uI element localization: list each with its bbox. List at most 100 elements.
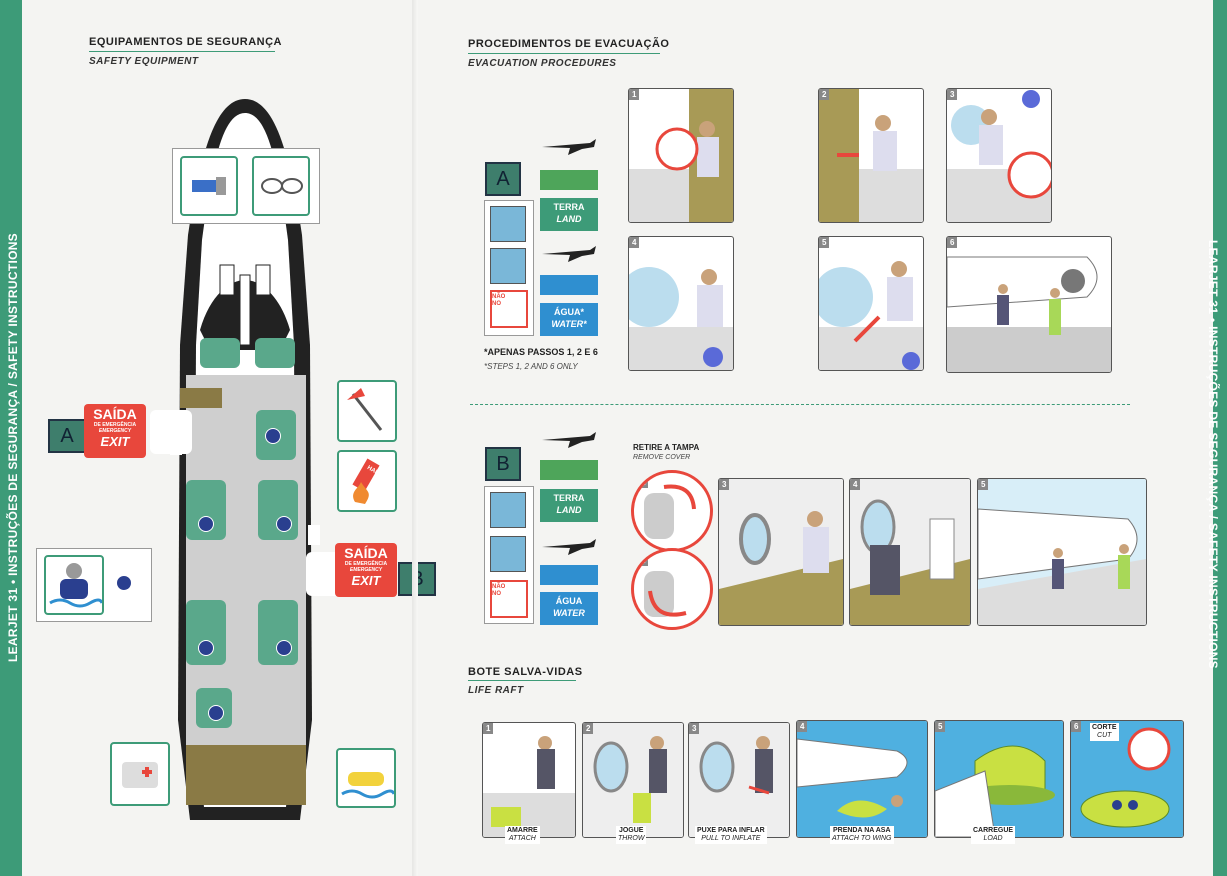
evac-a-step-5: 5 — [818, 236, 924, 371]
raft-step-1-pt: AMARRE — [507, 827, 538, 834]
raft-step-6: 6 — [1070, 720, 1184, 838]
raft-step-3-caption: PUXE PARA INFLAR PULL TO INFLATE — [695, 826, 767, 844]
step-number: 3 — [719, 479, 730, 490]
life-vest-marker — [208, 705, 224, 721]
exit-b-line2: EMERGENCY — [349, 567, 383, 573]
raft-step-4-en: ATTACH TO WING — [832, 835, 892, 842]
step-number: 2 — [819, 89, 830, 100]
section-b-letter: B — [485, 447, 521, 481]
exit-b-line1: DE EMERGÊNCIA — [344, 561, 388, 567]
step-number: 4 — [850, 479, 861, 490]
exit-a-pointer — [150, 410, 192, 454]
raft-step-4-caption: PRENDA NA ASA ATTACH TO WING — [830, 826, 894, 844]
step-number: 4 — [629, 237, 640, 248]
raft-step-5-pt: CARREGUE — [973, 827, 1014, 834]
exit-b-label: SAÍDA DE EMERGÊNCIA EMERGENCY EXIT — [335, 543, 397, 597]
remove-cover-label-en: REMOVE COVER — [633, 454, 691, 461]
land-label: TERRA — [553, 202, 585, 212]
plane-icon — [542, 432, 596, 448]
raft-step-2-pt: JOGUE — [618, 827, 644, 834]
raft-step-4-pt: PRENDA NA ASA — [832, 827, 891, 834]
raft-step-1-caption: AMARRE ATTACH — [505, 826, 540, 844]
water-strip — [540, 565, 598, 585]
raft-step-6-pt: CORTE — [1092, 724, 1117, 731]
water-condition-icon — [490, 248, 526, 284]
land-strip — [540, 170, 598, 190]
remove-cover-label: RETIRE A TAMPA — [633, 443, 700, 452]
step-number: 5 — [978, 479, 989, 490]
life-vest-marker — [198, 640, 214, 656]
life-vest-marker — [198, 516, 214, 532]
left-heading: EQUIPAMENTOS DE SEGURANÇA — [89, 36, 283, 48]
land-button: TERRA LAND — [540, 489, 598, 522]
flashlight-icon — [180, 156, 238, 216]
step-number: 1 — [638, 477, 649, 488]
raft-heading: BOTE SALVA-VIDAS — [468, 666, 583, 678]
section-a-letter: A — [485, 162, 521, 196]
water-label: ÁGUA — [555, 596, 583, 606]
life-raft-icon — [336, 748, 396, 808]
no-condition-icon — [490, 290, 528, 328]
no-condition-label: NÃO NO — [492, 294, 506, 307]
land-label-en: LAND — [556, 214, 582, 224]
raft-step-6-en: CUT — [1097, 732, 1112, 739]
step-number: 4 — [797, 721, 808, 732]
water-label-en: WATER* — [551, 319, 587, 329]
raft-step-2-caption: JOGUE THROW — [616, 826, 647, 844]
water-label-en: WATER — [553, 608, 585, 618]
step-number: 3 — [689, 723, 700, 734]
plane-icon — [542, 246, 596, 262]
land-label: TERRA — [553, 493, 585, 503]
water-button: ÁGUA* WATER* — [540, 303, 598, 336]
evac-b-step-2: 2 — [631, 548, 713, 630]
no-condition-label: NÃO NO — [492, 584, 506, 597]
step-number: 3 — [947, 89, 958, 100]
step-number: 6 — [1071, 721, 1082, 732]
exit-a-label: SAÍDA DE EMERGÊNCIA EMERGENCY EXIT — [84, 404, 146, 458]
raft-step-3-en: PULL TO INFLATE — [701, 835, 761, 842]
exit-a-line3: EXIT — [100, 434, 130, 449]
step-number: 2 — [638, 555, 649, 566]
life-vest-marker — [276, 516, 292, 532]
life-vest-icon — [44, 555, 104, 615]
plane-icon — [542, 139, 596, 155]
first-aid-kit-icon — [110, 742, 170, 806]
raft-step-1: 1 — [482, 722, 576, 838]
water-button: ÁGUA WATER — [540, 592, 598, 625]
seat-row3-right — [258, 600, 298, 665]
exit-a-letter: A — [48, 419, 86, 453]
life-vest-legend-dot — [117, 576, 131, 590]
raft-step-5: 5 — [934, 720, 1064, 838]
life-vest-marker — [265, 428, 281, 444]
raft-step-5-en: LOAD — [983, 835, 1003, 842]
evac-b-step-1: 1 — [631, 470, 713, 552]
raft-step-1-en: ATTACH — [508, 835, 536, 842]
raft-step-3: 3 — [688, 722, 790, 838]
raft-heading-rule — [468, 680, 576, 681]
plane-icon — [542, 539, 596, 555]
evac-a-step-1: 1 — [628, 88, 734, 223]
raft-step-6-caption: CORTE CUT — [1090, 723, 1119, 741]
step-number: 1 — [483, 723, 494, 734]
goggles-icon — [252, 156, 310, 216]
evac-b-step-3: 3 — [718, 478, 844, 626]
evac-a-step-2: 2 — [818, 88, 924, 223]
raft-step-2-en: THROW — [618, 835, 645, 842]
exit-b-title: SAÍDA — [344, 545, 388, 561]
evac-b-step-5: 5 — [977, 478, 1147, 626]
exit-a-line1: DE EMERGÊNCIA — [93, 422, 137, 428]
right-heading-rule — [468, 53, 660, 54]
fire-axe-icon — [337, 380, 397, 442]
raft-step-2: 2 — [582, 722, 684, 838]
page-fold — [412, 0, 418, 876]
right-spine — [1213, 0, 1227, 876]
left-heading-rule — [89, 51, 275, 52]
exit-a-title: SAÍDA — [93, 406, 137, 422]
step-number: 6 — [947, 237, 958, 248]
raft-step-4: 4 — [796, 720, 928, 838]
fire-extinguisher-icon — [337, 450, 397, 512]
land-strip — [540, 460, 598, 480]
step-number: 5 — [819, 237, 830, 248]
fire-condition-icon — [490, 206, 526, 242]
left-spine-text: LEARJET 31 • INSTRUÇÕES DE SEGURANÇA / S… — [6, 233, 20, 662]
